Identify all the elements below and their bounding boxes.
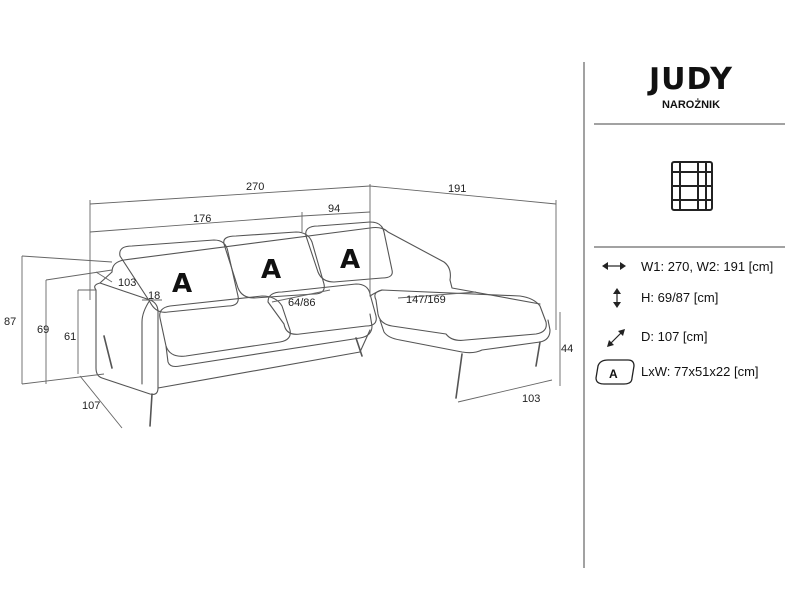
dim-seat-depth: 64/86: [288, 297, 316, 309]
seat-cushion-2: [267, 283, 377, 335]
dim-line-103-chaise: [457, 379, 553, 403]
cushion-label-2: A: [261, 255, 281, 285]
dimension-labels: 270 191 176 94 87 69 61 107 103 44 103 1…: [4, 181, 573, 412]
dim-chaise-seat: 147/169: [406, 294, 446, 306]
cushion-icon: A: [595, 359, 635, 385]
dim-arm-depth: 103: [118, 277, 136, 289]
dim-line-270: [89, 185, 371, 205]
seat-base: [165, 313, 373, 368]
chaise-back-edge: [449, 279, 541, 305]
corner-join: [369, 289, 383, 297]
seat-cushion-1: [159, 295, 291, 357]
dim-line-64-86: [271, 289, 331, 303]
dim-line-176: [89, 215, 303, 233]
dim-vertical-lines: [21, 256, 79, 384]
sofa-legs: [103, 335, 541, 427]
product-subtitle: NAROŻNIK: [661, 99, 721, 111]
dim-corner-width: 94: [328, 203, 340, 215]
left-arm-inner: [141, 299, 151, 385]
width-arrows-icon: [602, 262, 626, 270]
back-cushion-3: [305, 221, 393, 283]
dim-chaise-length: 191: [448, 183, 466, 195]
dim-arm-width: 18: [148, 290, 160, 302]
height-arrows-icon: [613, 288, 621, 308]
base-front: [157, 329, 371, 389]
sofa-back: [111, 226, 451, 281]
cushion-letters: A A A: [172, 245, 360, 299]
legend-height: H: 69/87 [cm]: [641, 290, 719, 305]
dim-depth: 107: [82, 400, 100, 412]
dim-height-guides: [21, 255, 113, 385]
dim-arm-height: 61: [64, 331, 76, 343]
dim-line-147-169: [397, 291, 477, 299]
cushion-label-3: A: [340, 245, 360, 275]
dim-line-94: [301, 211, 371, 217]
back-cushion-2: [223, 231, 325, 299]
legend-depth: D: 107 [cm]: [641, 329, 708, 344]
product-name: JUDY: [649, 62, 733, 97]
chaise-base: [379, 319, 551, 354]
dim-main-width: 176: [193, 213, 211, 225]
legend-cushion: LxW: 77x51x22 [cm]: [641, 364, 759, 379]
dim-chaise-depth: 103: [522, 393, 540, 405]
fabric-texture-icon: [671, 161, 713, 211]
back-left-edge: [99, 271, 113, 284]
dim-seat-height: 44: [561, 343, 573, 355]
dim-line-191: [369, 185, 557, 205]
cushion-icon-letter: A: [609, 367, 618, 381]
panel-dividers: [583, 62, 785, 568]
sofa-outline: [94, 221, 551, 427]
dim-height: 87: [4, 316, 16, 328]
dim-extension-lines: [89, 184, 557, 330]
dim-line-103-arm: [95, 271, 113, 283]
dim-back-height: 69: [37, 324, 49, 336]
dim-total-width: 270: [246, 181, 264, 193]
dimension-lines: [21, 184, 561, 429]
cushion-label-1: A: [172, 269, 192, 299]
legend-width: W1: 270, W2: 191 [cm]: [641, 259, 774, 274]
dim-line-107: [79, 375, 123, 429]
depth-arrows-icon: [607, 329, 625, 347]
